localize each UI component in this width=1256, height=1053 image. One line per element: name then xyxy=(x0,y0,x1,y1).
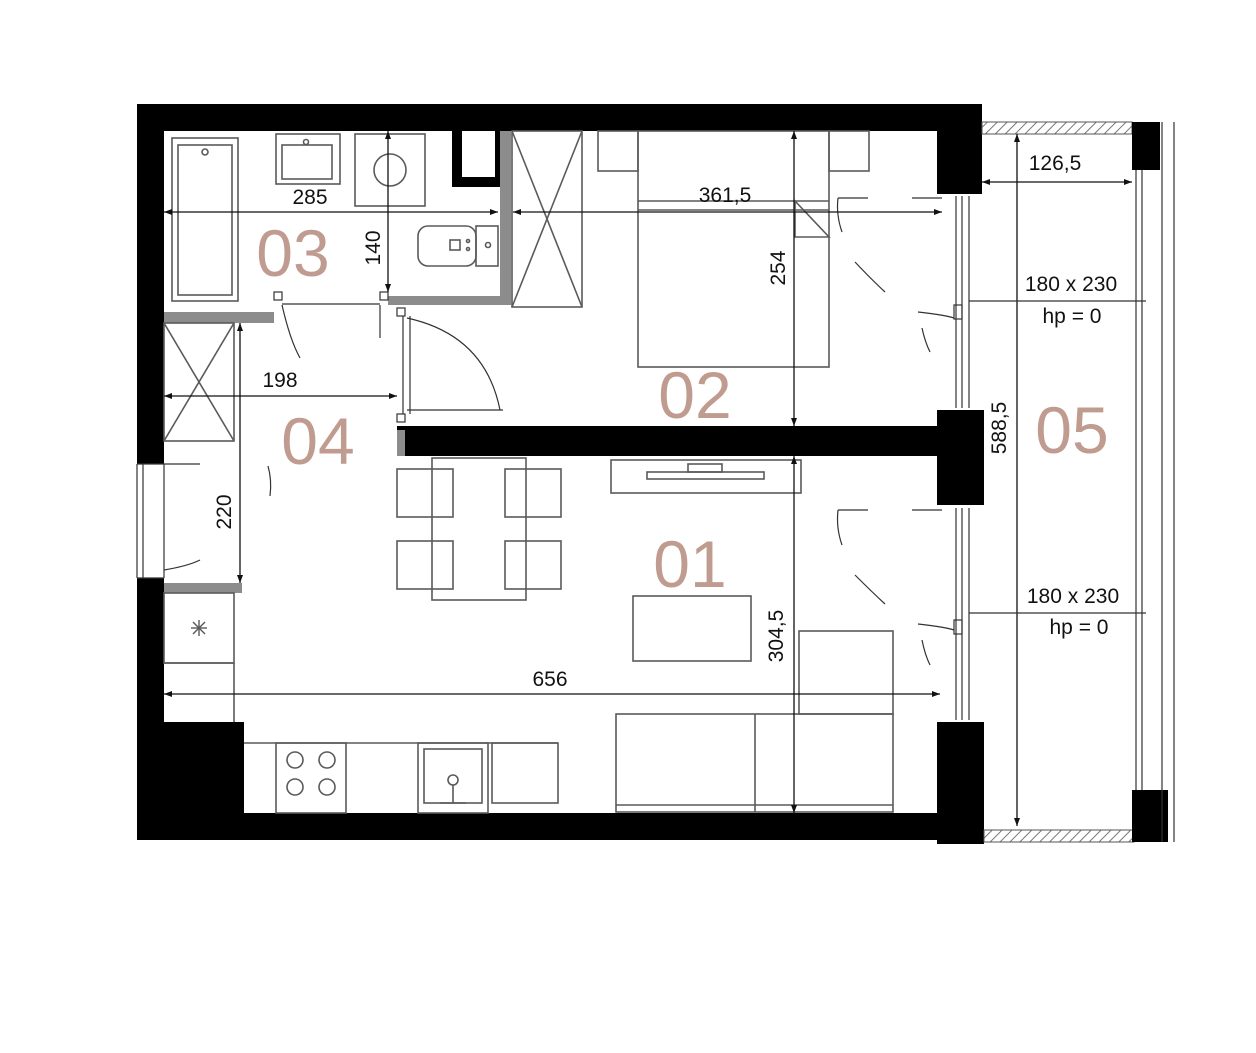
window-hp-lower: hp = 0 xyxy=(1050,616,1109,639)
room-label-01: 01 xyxy=(653,527,726,601)
dimension-hall-depth: 220 xyxy=(213,494,236,529)
window-lower xyxy=(953,508,970,720)
dimension-balcony-width: 126,5 xyxy=(1029,152,1082,175)
bathtub xyxy=(171,137,239,302)
cooktop xyxy=(275,742,347,814)
dimension-bedroom-depth: 254 xyxy=(767,250,790,285)
washing-machine xyxy=(354,133,426,207)
window-upper xyxy=(953,196,970,408)
wardrobe-hall xyxy=(163,322,235,442)
dimension-balcony-length: 588,5 xyxy=(988,402,1011,455)
dimension-hall-width: 198 xyxy=(262,369,297,392)
dimension-living-depth: 304,5 xyxy=(765,610,788,663)
toilet xyxy=(417,225,499,267)
doors xyxy=(163,197,955,666)
dishwasher xyxy=(491,742,559,804)
room-label-04: 04 xyxy=(281,404,354,478)
partition-walls xyxy=(164,131,511,593)
window-size-lower: 180 x 230 xyxy=(1027,585,1119,608)
window-hp-upper: hp = 0 xyxy=(1043,305,1102,328)
coffee-table xyxy=(632,595,752,662)
sofa xyxy=(615,630,894,813)
ventilation-shaft xyxy=(452,131,505,187)
dimension-bedroom-width: 361,5 xyxy=(699,184,752,207)
room-label-03: 03 xyxy=(256,216,329,290)
tv-cabinet xyxy=(610,459,802,494)
window-size-upper: 180 x 230 xyxy=(1025,273,1117,296)
dimension-lines xyxy=(164,131,1146,826)
fridge xyxy=(163,592,235,722)
washbasin xyxy=(275,133,341,185)
dimension-living-width: 656 xyxy=(532,668,567,691)
dining-table xyxy=(396,457,562,601)
wardrobe-bedroom xyxy=(511,130,583,308)
dimension-bathroom-depth: 140 xyxy=(362,230,385,265)
exterior-walls xyxy=(137,104,984,844)
kitchen-sink xyxy=(417,742,489,814)
dimension-bathroom-width: 285 xyxy=(292,186,327,209)
interior-wall xyxy=(397,426,952,456)
room-label-02: 02 xyxy=(658,358,731,432)
room-label-05: 05 xyxy=(1035,393,1108,467)
bed xyxy=(597,130,870,368)
balcony xyxy=(981,121,1175,843)
window-left xyxy=(136,463,165,579)
